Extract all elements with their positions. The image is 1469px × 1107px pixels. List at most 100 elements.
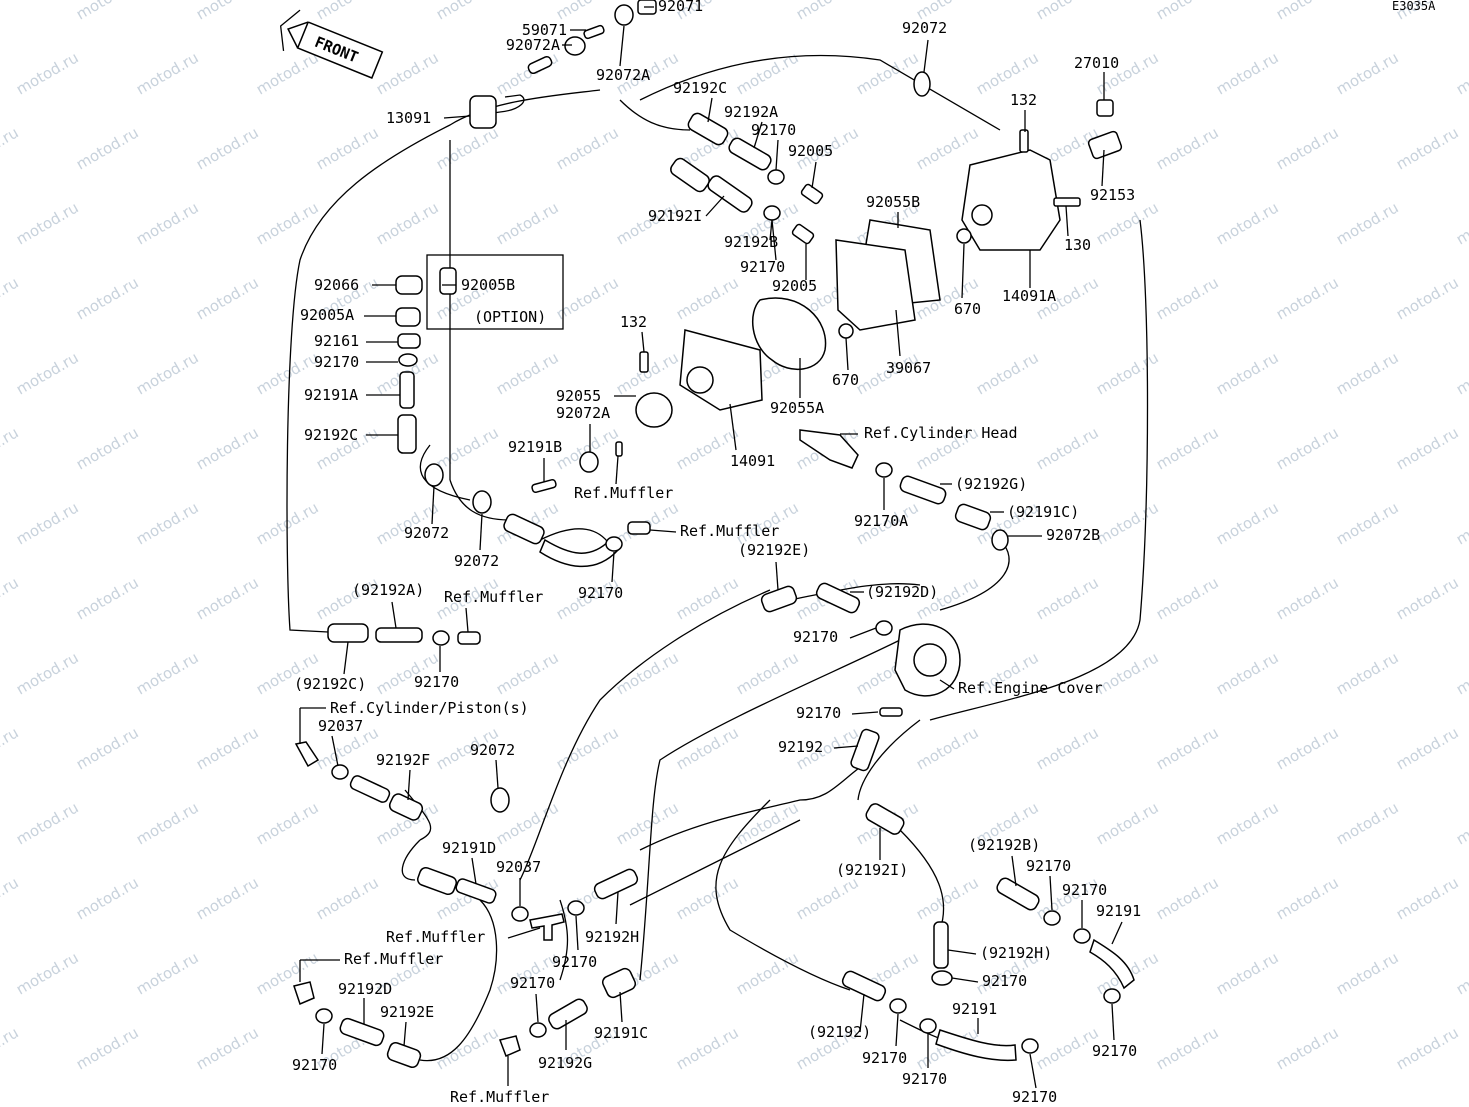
watermark: motod.ru — [1393, 123, 1462, 173]
pipe-92192-lower — [841, 970, 887, 1002]
clip-92072A — [564, 36, 586, 56]
watermark: motod.ru — [1213, 948, 1282, 998]
watermark: motod.ru — [0, 273, 22, 323]
watermark: motod.ru — [1273, 873, 1342, 923]
watermark: motod.ru — [73, 273, 142, 323]
parts — [293, 0, 1135, 1068]
watermark: motod.ru — [1333, 48, 1402, 98]
fitting-ref-muffler-mid — [627, 521, 651, 535]
watermark: motod.ru — [133, 48, 202, 98]
watermark: motod.ru — [313, 873, 382, 923]
pin-59071 — [583, 24, 605, 40]
fitting-ref-muffler-left — [293, 981, 315, 1006]
watermark: motod.ru — [0, 0, 22, 23]
leader-line — [849, 627, 877, 639]
part-label: Ref.Muffler — [344, 950, 443, 968]
watermark: motod.ru — [1093, 798, 1162, 848]
hose-92192I-lower — [865, 803, 905, 835]
watermark: motod.ru — [1153, 273, 1222, 323]
watermark: motod.ru — [13, 498, 82, 548]
part-label: 132 — [1010, 91, 1037, 109]
watermark: motod.ru — [1153, 573, 1222, 623]
hose-92192A-lower — [375, 627, 423, 643]
watermark: motod.ru — [973, 348, 1042, 398]
part-label: 92170 — [1012, 1088, 1057, 1102]
watermark: motod.ru — [853, 1098, 922, 1102]
part-label: 92170 — [982, 972, 1027, 990]
part-label: Ref.Muffler — [450, 1088, 549, 1102]
part-label: 92191D — [442, 839, 496, 857]
part-label: 59071 — [522, 21, 567, 39]
part-label: 92192C — [673, 79, 727, 97]
part-label: Ref.Muffler — [574, 484, 673, 502]
watermark: motod.ru — [913, 723, 982, 773]
clamp-92170-lower-left — [432, 630, 450, 646]
part-label: 14091 — [730, 452, 775, 470]
clamp-92037-lower — [511, 906, 529, 922]
part-label: 92170 — [740, 258, 785, 276]
oring-670-b — [838, 323, 854, 339]
hose-92192A-top — [728, 137, 772, 171]
part-label: 27010 — [1074, 54, 1119, 72]
part-label: (92191C) — [1007, 503, 1079, 521]
watermark: motod.ru — [1393, 573, 1462, 623]
leader-line — [1049, 875, 1053, 911]
clamp-92170-br-g — [1021, 1038, 1039, 1054]
leader-line — [465, 607, 469, 633]
leader-line — [705, 195, 725, 217]
part-label: Ref.Muffler — [680, 522, 779, 540]
watermark: motod.ru — [553, 723, 622, 773]
part-label: 92055 — [556, 387, 601, 405]
part-label: 92192A — [724, 103, 778, 121]
leader-line — [391, 601, 397, 629]
watermark: motod.ru — [1153, 423, 1222, 473]
clip-92072-left-b — [472, 490, 492, 514]
cover-ref-engine-hole — [913, 643, 947, 677]
watermark: motod.ru — [733, 798, 802, 848]
watermark: motod.ru — [0, 723, 22, 773]
hose-92191C-right — [954, 503, 992, 531]
watermark: motod.ru — [253, 48, 322, 98]
part-label: 670 — [832, 371, 859, 389]
leader-line — [775, 561, 779, 591]
watermark: motod.ru — [1333, 498, 1402, 548]
clamp-92037 — [331, 764, 349, 780]
watermark: motod.ru — [1333, 198, 1402, 248]
watermark: motod.ru — [193, 0, 262, 23]
part-label: 92072A — [596, 66, 650, 84]
leader-line — [923, 39, 929, 73]
watermark: motod.ru — [673, 273, 742, 323]
leader-line — [775, 139, 779, 171]
part-label: 92191 — [952, 1000, 997, 1018]
watermark: motod.ru — [0, 123, 22, 173]
watermark: motod.ru — [433, 1023, 502, 1073]
leader-line — [1065, 205, 1069, 237]
leader-line — [611, 551, 615, 583]
watermark: motod.ru — [0, 423, 22, 473]
watermark: motod.ru — [133, 198, 202, 248]
clip-92072-left-a — [424, 463, 444, 487]
bolt-27010 — [1096, 99, 1114, 117]
watermark: motod.ru — [1093, 1098, 1162, 1102]
watermark: motod.ru — [1093, 648, 1162, 698]
part-label: 92170 — [552, 953, 597, 971]
hose-92192F-coil — [388, 793, 424, 821]
watermark: motod.ru — [1093, 348, 1162, 398]
watermark: motod.ru — [73, 423, 142, 473]
pipe-small-top — [527, 55, 553, 75]
part-label: (92192B) — [968, 836, 1040, 854]
oring-670-a — [956, 228, 972, 244]
watermark: motod.ru — [1213, 348, 1282, 398]
pipe-92192H — [593, 868, 639, 900]
watermark: motod.ru — [1333, 348, 1402, 398]
leader-line — [939, 679, 955, 690]
watermark: motod.ru — [1453, 798, 1469, 848]
clip-92072A-mid — [579, 451, 599, 473]
watermark: motod.ru — [1333, 1098, 1402, 1102]
watermark: motod.ru — [73, 123, 142, 173]
bolt-132-mid — [639, 351, 649, 373]
t-fitting-ref-muffler — [529, 913, 565, 941]
watermark: motod.ru — [373, 1098, 442, 1102]
watermark: motod.ru — [1213, 648, 1282, 698]
watermark: motod.ru — [733, 48, 802, 98]
